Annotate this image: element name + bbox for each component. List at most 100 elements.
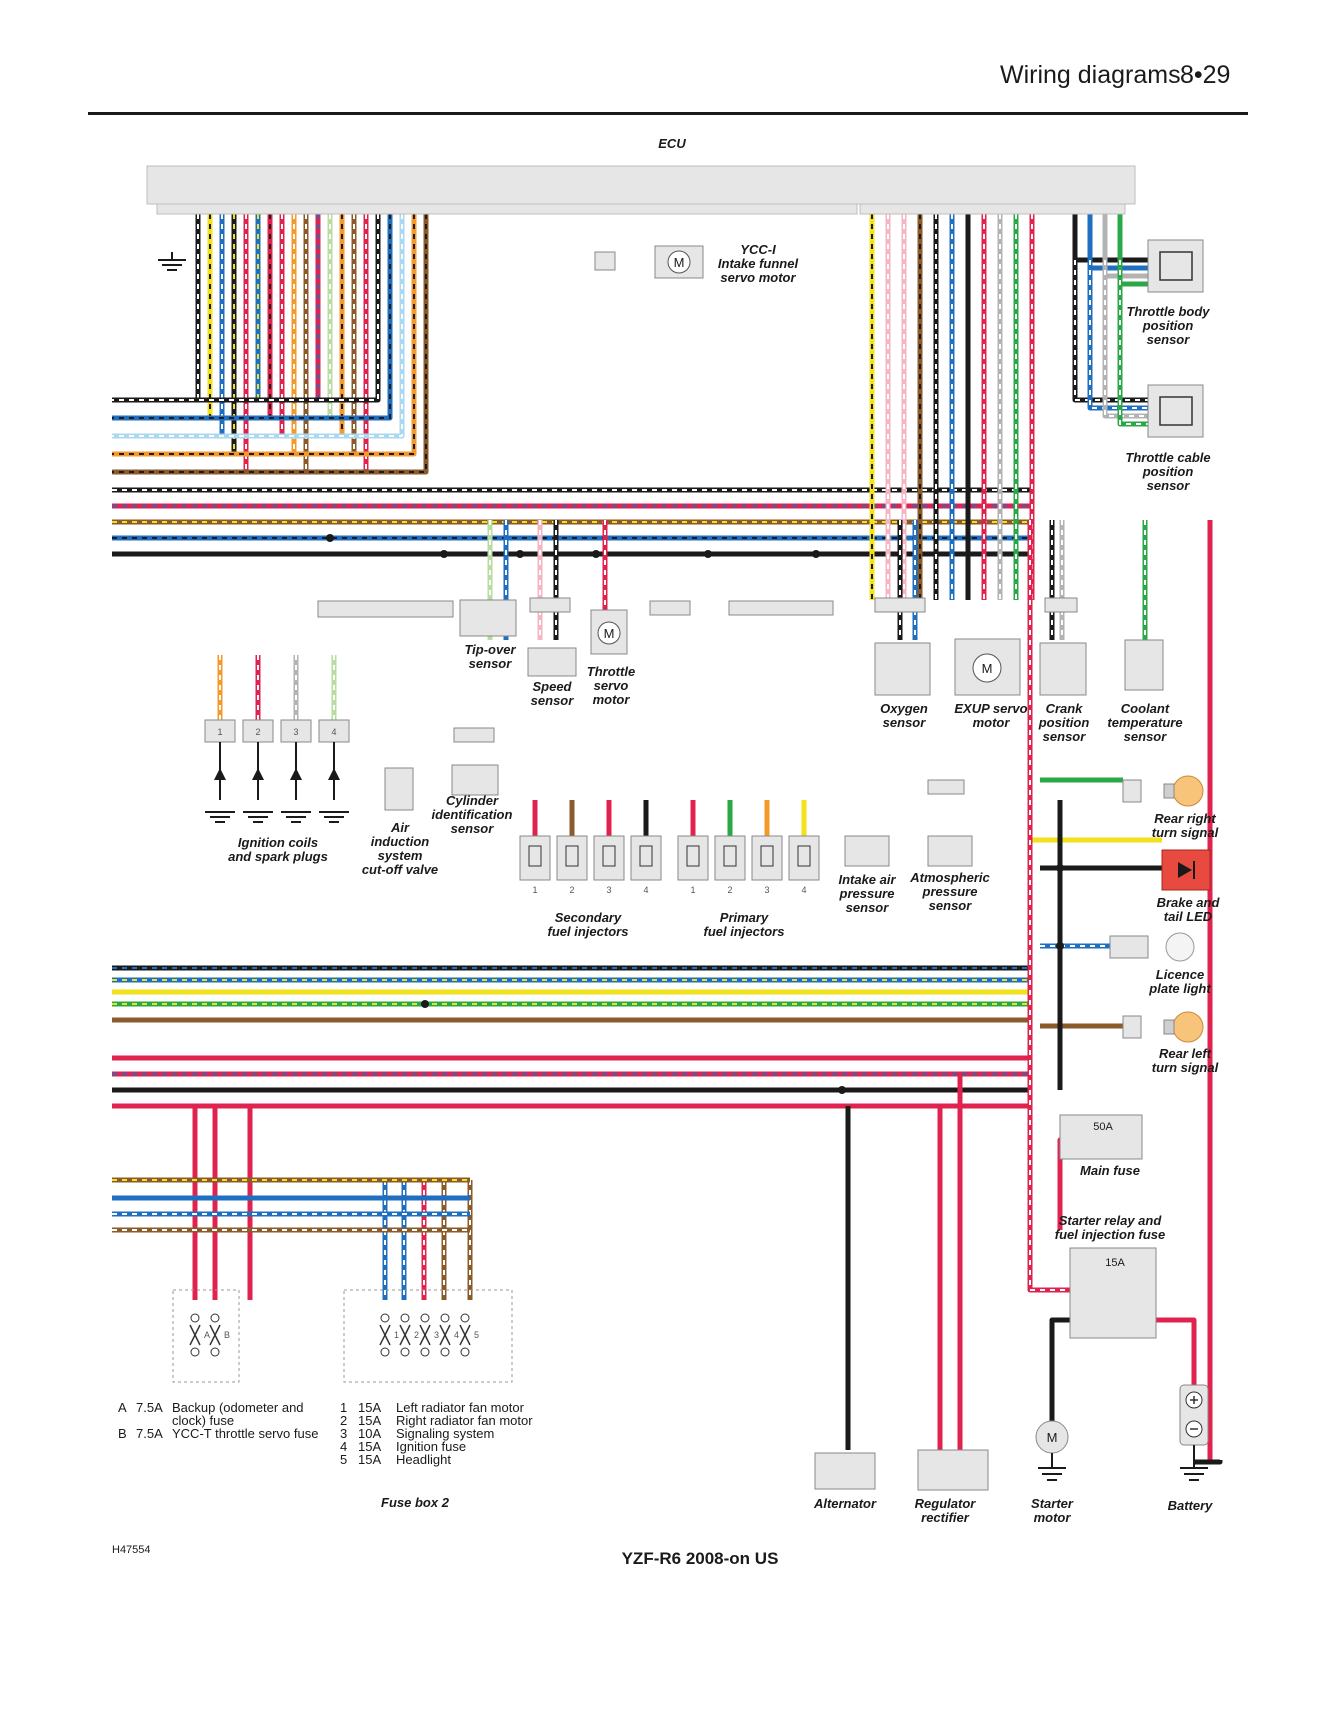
tip-over-sensor-box — [459, 599, 517, 637]
battery-label: Battery — [1168, 1498, 1214, 1513]
diagram-code: H47554 — [112, 1544, 151, 1556]
splice-dot — [326, 534, 334, 542]
battery-ground-wire — [1194, 1459, 1223, 1465]
fuse-terminal — [210, 1313, 220, 1323]
crank-sensor-connector — [1044, 597, 1078, 613]
fuse-terminal — [420, 1313, 430, 1323]
fuse-icon — [209, 1324, 221, 1346]
fuel-injector-box — [593, 835, 625, 881]
fuse-icon — [379, 1324, 391, 1346]
starter-motor-symbol: M — [1047, 1430, 1058, 1445]
spark-plug-icon — [252, 768, 264, 780]
tcps-wire — [1087, 260, 1150, 411]
wire-stripe-white — [1119, 260, 1150, 425]
starter-relay-label-2: fuel injection fuse — [1055, 1227, 1166, 1242]
fuse-terminal — [460, 1313, 470, 1323]
primary-inj-label-2: fuel injectors — [704, 924, 785, 939]
main-fuse-rating: 50A — [1093, 1121, 1113, 1133]
injector-number: 4 — [801, 885, 806, 895]
speed-sensor-connector — [529, 597, 571, 613]
splice-dot — [440, 550, 448, 558]
bulb-icon — [1165, 932, 1195, 962]
starter-relay-label-1: Starter relay and — [1059, 1213, 1163, 1228]
fuse-terminal — [380, 1347, 390, 1357]
rear-right-label-1: Rear right — [1154, 811, 1216, 826]
cylinder-id-label-1: Cylinder — [446, 793, 499, 808]
atmospheric-sensor-box — [927, 835, 973, 867]
connector-block-3 — [728, 600, 834, 616]
starter-relay-rating: 15A — [1105, 1257, 1125, 1269]
wire-stripe-white — [112, 214, 247, 473]
throttle-servo-label-1: Throttle — [587, 664, 635, 679]
fuse-icon — [399, 1324, 411, 1346]
fuse-terminal — [400, 1313, 410, 1323]
injector-coil-icon — [565, 845, 579, 867]
speed-sensor-box — [527, 647, 577, 677]
wire-stripe-white — [1104, 260, 1150, 417]
throttle-body-label-1: Throttle body — [1126, 304, 1210, 319]
coolant-sensor-box — [1124, 639, 1164, 691]
wire-stripe-blue — [112, 214, 319, 401]
injector-number: 3 — [606, 885, 611, 895]
rear-left-connector — [1122, 1015, 1142, 1039]
legend-text: Headlight — [396, 1452, 451, 1467]
tcps-wire — [1072, 260, 1150, 403]
speed-sensor-label-1: Speed — [532, 679, 572, 694]
atmospheric-label-2: pressure — [922, 884, 978, 899]
ecu-harness-wire — [112, 214, 249, 475]
fuel-injector-box — [751, 835, 783, 881]
legend-text: 4 — [340, 1439, 347, 1454]
ycc-i-label-1: YCC-I — [740, 242, 776, 257]
ycc-i-label-3: servo motor — [720, 270, 796, 285]
starter-relay-box — [1069, 1247, 1157, 1339]
legend-text: Left radiator fan motor — [396, 1400, 525, 1415]
legend-text: Backup (odometer and — [172, 1400, 304, 1415]
cylinder-id-sensor-box — [451, 764, 499, 796]
ycc-i-label-2: Intake funnel — [718, 256, 799, 271]
ecu-connector-right — [859, 203, 1126, 215]
oxygen-label-1: Oxygen — [880, 701, 928, 716]
splice-dot — [704, 550, 712, 558]
fuel-injector-box — [788, 835, 820, 881]
intake-air-label-2: pressure — [839, 886, 895, 901]
atmospheric-connector — [927, 779, 965, 795]
tps-wire — [1072, 214, 1150, 263]
exup-motor-icon — [972, 653, 1002, 683]
ecu-harness-wire — [112, 214, 393, 421]
ground-icon — [1180, 1445, 1208, 1481]
ycc-i-motor-icon — [667, 250, 691, 274]
fuse-id: A — [204, 1330, 210, 1340]
splice-dot — [812, 550, 820, 558]
model-caption: YZF-R6 2008-on US — [622, 1549, 779, 1568]
licence-label-2: plate light — [1148, 981, 1211, 996]
coil-number: 3 — [293, 727, 298, 737]
potentiometer-icon — [1159, 396, 1193, 426]
wire-stripe-white — [112, 214, 223, 437]
fuel-injector-box — [630, 835, 662, 881]
throttle-servo-label-3: motor — [593, 692, 631, 707]
regulator-label-1: Regulator — [915, 1496, 977, 1511]
wire-stripe-white — [1074, 260, 1150, 401]
oxygen-label-2: sensor — [883, 715, 927, 730]
splice-dot — [838, 1086, 846, 1094]
wire-stripe-white — [112, 214, 379, 401]
injector-number: 1 — [690, 885, 695, 895]
alternator-wire — [849, 1379, 857, 1453]
air-induction-label-1: Air — [390, 820, 410, 835]
spark-plug-icon — [290, 768, 302, 780]
wire-harness — [112, 214, 1223, 1465]
fuse-terminal — [400, 1347, 410, 1357]
injector-number: 2 — [727, 885, 732, 895]
splice-dot — [1056, 864, 1064, 872]
regulator-box — [917, 1449, 989, 1491]
regulator-label-2: rectifier — [921, 1510, 970, 1525]
injector-number: 4 — [643, 885, 648, 895]
intake-air-label-3: sensor — [846, 900, 890, 915]
legend-text: Right radiator fan motor — [396, 1413, 533, 1428]
coolant-label-1: Coolant — [1121, 701, 1170, 716]
wire-stripe-white — [112, 214, 403, 437]
